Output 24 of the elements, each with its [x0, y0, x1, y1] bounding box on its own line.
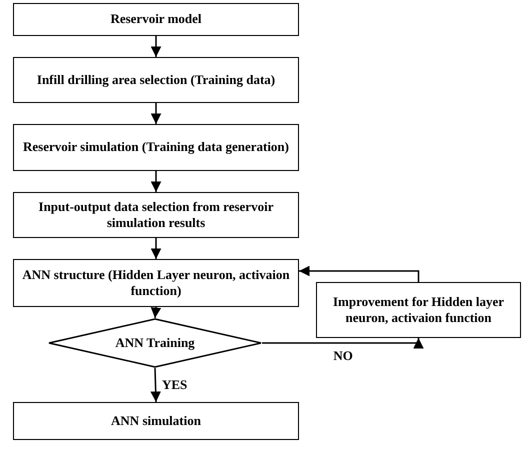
- decision-diamond: [48, 318, 262, 368]
- box-text: ANN Training: [115, 334, 195, 352]
- process-box: [13, 124, 299, 171]
- arrow: [150, 36, 162, 57]
- arrow: [150, 368, 161, 402]
- box-text: Improvement for Hidden layer neuron, activaion function: [332, 294, 506, 326]
- arrow: [150, 238, 162, 259]
- arrow: [150, 171, 162, 192]
- process-box: [13, 402, 299, 440]
- box-text: ANN structure (Hidden Layer neuron, activaion function): [21, 266, 291, 300]
- box-text: ANN simulation: [111, 412, 201, 430]
- box-text: Infill drilling area selection (Training data): [36, 72, 276, 88]
- box-text: Input-output data selection from reservoir simulation results: [38, 198, 274, 232]
- process-box: [13, 192, 299, 238]
- arrow: [262, 338, 424, 348]
- process-box: [13, 3, 299, 36]
- box-text: Reservoir model: [110, 11, 202, 28]
- arrow: [299, 266, 420, 282]
- arrow: [150, 306, 162, 318]
- process-box: [13, 259, 299, 307]
- arrow: [150, 103, 162, 124]
- process-box: [316, 282, 521, 338]
- box-text: Reservoir simulation (Training data generation): [22, 139, 289, 156]
- process-box: [13, 57, 299, 103]
